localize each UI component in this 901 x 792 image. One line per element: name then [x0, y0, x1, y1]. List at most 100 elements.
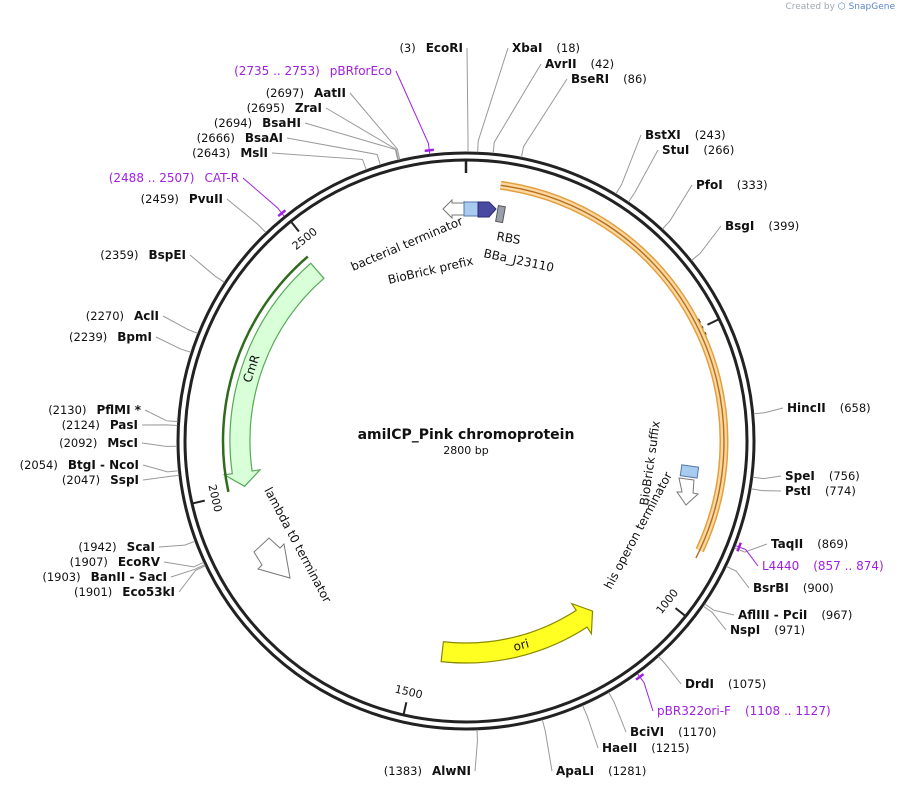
snapgene-branding: Created by ⬡ SnapGene: [785, 2, 895, 12]
primer-l4440-label: L4440(857 .. 874): [762, 559, 884, 573]
enzyme-pvuii-label: (2459) PvuII: [141, 192, 223, 206]
enzyme-stui-label: StuI (266): [662, 143, 734, 157]
enzyme-xbai-leader: [477, 47, 509, 153]
primer-pbrforeco-position: (2735 .. 2753): [234, 64, 320, 78]
enzyme-ecorv-position: (1907): [70, 555, 108, 569]
enzyme-spei-label: SpeI(756): [785, 469, 860, 483]
enzyme-taqii-position: (869): [817, 537, 848, 551]
enzyme-bsahi-leader: [304, 122, 399, 161]
enzyme-pasi-label: (2124)PasI: [62, 418, 138, 432]
enzyme-bspei-leader: [189, 254, 225, 283]
enzyme-bsaai-name: BsaAI: [245, 131, 283, 145]
enzyme-sspi-label: (2047)SspI: [62, 473, 139, 487]
primer-pbr322ori-f-mark: [635, 673, 645, 681]
enzyme-apali-leader: [541, 719, 553, 772]
primer-pbr322ori-f-name: pBR322ori-F: [657, 704, 731, 718]
enzyme-ecorv-leader: [163, 561, 204, 568]
primer-pbr322ori-f-leader: [637, 673, 654, 712]
enzyme-bspei-position: (2359): [100, 248, 138, 262]
enzyme-msci-leader: [141, 442, 178, 447]
enzyme-btgi-ncoi-leader: [142, 464, 179, 473]
enzyme-bspei-label: (2359) BspEI: [100, 248, 186, 262]
feature-ori-arrow: [440, 602, 594, 664]
primer-pbrforeco-name: pBRforEco: [330, 64, 392, 78]
enzyme-pfoi-label: PfoI(333): [696, 178, 768, 192]
biobrick-prefix-label: BioBrick prefix: [387, 254, 475, 287]
enzyme-drdi-label: DrdI(1075): [685, 677, 766, 691]
primer-l4440-mark: [736, 542, 742, 552]
enzyme-ecorv-name: EcoRV: [118, 555, 161, 569]
enzyme-apali-label: ApaLI(1281): [556, 764, 646, 778]
enzyme-xbai-position: (18): [556, 41, 580, 55]
enzyme-avrii-name: AvrII: [545, 57, 577, 71]
enzyme-bsahi-position: (2694): [214, 116, 252, 130]
enzyme-banii-saci-name: BanII - SacI: [91, 570, 167, 584]
enzyme-bpmi-leader: [155, 336, 192, 353]
enzyme-eco53ki-leader: [178, 565, 206, 593]
biobrick-prefix-box: [463, 201, 479, 217]
enzyme-apali-name: ApaLI: [556, 764, 594, 778]
branding-name: SnapGene: [848, 2, 895, 12]
enzyme-sspi-position: (2047): [62, 473, 100, 487]
enzyme-spei-leader: [752, 475, 782, 480]
enzyme-pfoi-name: PfoI: [696, 178, 723, 192]
enzyme-bseri-position: (86): [623, 72, 647, 86]
enzyme-scai-name: ScaI: [127, 540, 155, 554]
enzyme-afliii-pcii-position: (967): [821, 608, 852, 622]
backbone-outer: [176, 151, 756, 731]
enzyme-pvuii-name: PvuII: [189, 192, 223, 206]
enzyme-ecori-leader: [466, 47, 469, 153]
rbs-arrow: [477, 201, 497, 218]
enzyme-zrai-leader: [325, 107, 400, 161]
enzyme-bseri-name: BseRI: [571, 72, 609, 86]
enzyme-bsrbi-leader: [726, 565, 750, 589]
branding-prefix: Created by: [785, 2, 835, 12]
enzyme-msli-position: (2643): [192, 146, 230, 160]
enzyme-haeii-position: (1215): [651, 741, 689, 755]
enzyme-scai-position: (1942): [78, 540, 116, 554]
enzyme-bstxi-label: BstXI(243): [645, 128, 726, 142]
enzyme-bcivi-position: (1170): [678, 725, 716, 739]
enzyme-aatii-leader: [349, 92, 401, 160]
enzyme-bstxi-leader: [615, 134, 642, 195]
enzyme-acli-name: AclI: [134, 309, 159, 323]
enzyme-hincii-leader: [753, 407, 784, 415]
tick-label-2000: 2000: [206, 483, 225, 513]
primer-cat-r-position: (2488 .. 2507): [109, 171, 195, 185]
enzyme-bseri-leader: [520, 78, 568, 158]
enzyme-bsgi-position: (399): [768, 219, 799, 233]
enzyme-aatii-label: (2697)AatII: [266, 86, 346, 100]
enzyme-pvuii-position: (2459): [141, 192, 179, 206]
enzyme-pfoi-leader: [662, 184, 693, 230]
enzyme-stui-name: StuI: [662, 143, 689, 157]
enzyme-alwni-leader: [474, 729, 478, 772]
enzyme-ecori-position: (3): [399, 41, 415, 55]
enzyme-acli-position: (2270): [86, 309, 124, 323]
tick-2500: [290, 221, 300, 233]
enzyme-acli-leader: [162, 315, 198, 334]
enzyme-ecori-name: EcoRI: [426, 41, 463, 55]
enzyme-bsahi-name: BsaHI: [262, 116, 301, 130]
plasmid-size: 2800 bp: [443, 444, 488, 457]
bba-j23110-label: BBa_J23110: [482, 246, 555, 275]
enzyme-taqii-label: TaqII(869): [771, 537, 848, 551]
primer-cat-r-mark: [277, 209, 287, 218]
primer-pbrforeco-label: (2735 .. 2753) pBRforEco: [234, 64, 392, 78]
enzyme-haeii-label: HaeII(1215): [602, 741, 689, 755]
enzyme-bspei-name: BspEI: [148, 248, 186, 262]
enzyme-avrii-label: AvrII(42): [545, 57, 614, 71]
enzyme-bstxi-position: (243): [695, 128, 726, 142]
enzyme-bsrbi-name: BsrBI: [753, 581, 789, 595]
enzyme-afliii-pcii-name: AflIII - PciI: [738, 608, 807, 622]
enzyme-aatii-position: (2697): [266, 86, 304, 100]
enzyme-afliii-pcii-leader: [704, 603, 735, 616]
enzyme-alwni-label: (1383)AlwNI: [384, 764, 471, 778]
enzyme-pasi-name: PasI: [110, 418, 138, 432]
enzyme-stui-position: (266): [703, 143, 734, 157]
enzyme-eco53ki-position: (1901): [74, 585, 112, 599]
feature-cmr-arrow: [222, 262, 325, 488]
backbone-inner: [183, 158, 749, 724]
tick-1000: [674, 607, 686, 617]
enzyme-alwni-position: (1383): [384, 764, 422, 778]
